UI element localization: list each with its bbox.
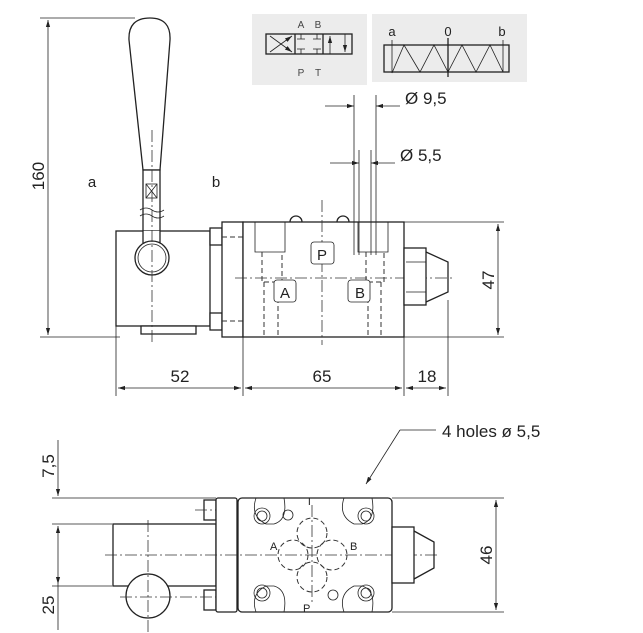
dimension-65: 65 [313, 367, 332, 386]
side-view: P A B a b 160 47 52 65 18 Ø 9,5 Ø 5,5 [29, 17, 504, 396]
dimension-bore-5-5: Ø 5,5 [400, 146, 442, 165]
symbol-port-a: A [298, 20, 305, 31]
detent-label-b: b [498, 24, 505, 39]
dimension-46: 46 [477, 546, 496, 565]
dimension-160: 160 [29, 162, 48, 190]
dimension-25: 25 [39, 596, 58, 615]
top-port-b: B [350, 541, 357, 553]
symbol-port-p: P [298, 68, 305, 79]
valve-schematic-symbol: A B P T [252, 14, 367, 85]
top-port-p: P [303, 603, 310, 615]
dimension-bore-9-5: Ø 9,5 [405, 89, 447, 108]
dimension-47: 47 [479, 271, 498, 290]
top-port-a: A [270, 541, 278, 553]
lever-handle [128, 17, 171, 171]
symbol-port-b: B [315, 20, 322, 31]
port-label-b: B [355, 285, 365, 302]
valve-body [242, 221, 405, 338]
symbol-port-t: T [315, 68, 321, 79]
position-label-b: b [212, 174, 220, 191]
holes-note: 4 holes ø 5,5 [442, 422, 540, 441]
port-label-a: A [280, 285, 290, 302]
flange [221, 221, 244, 338]
detent-label-a: a [388, 24, 396, 39]
detent-symbol: a 0 b [372, 14, 527, 82]
dimension-52: 52 [171, 367, 190, 386]
top-view: T A B P 4 holes ø 5,5 7,5 25 46 [39, 422, 540, 632]
end-cap [403, 247, 427, 306]
dimension-7-5: 7,5 [39, 454, 58, 478]
detent-label-0: 0 [444, 24, 451, 39]
top-port-t: T [306, 496, 313, 508]
position-label-a: a [88, 174, 97, 191]
port-label-p: P [317, 247, 327, 264]
dimension-18: 18 [418, 367, 437, 386]
